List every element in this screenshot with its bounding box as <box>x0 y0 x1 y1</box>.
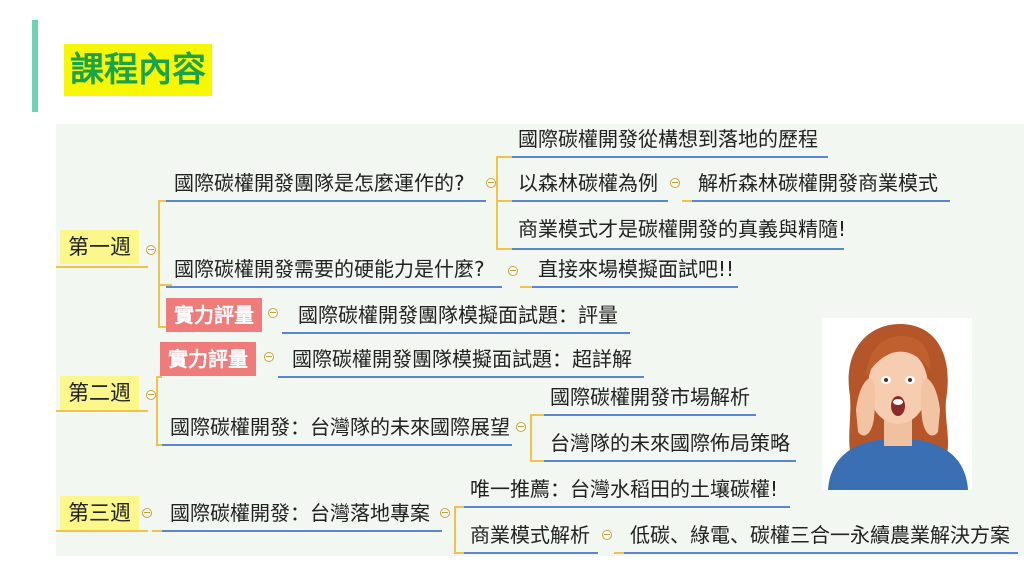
underline <box>624 552 1018 554</box>
week1-label: 第一週 <box>60 230 139 264</box>
collapse-icon[interactable] <box>602 530 612 540</box>
underline <box>166 286 502 288</box>
connector <box>682 200 692 202</box>
w1-b2-child: 直接來場模擬面試吧!! <box>538 257 735 281</box>
w3-b1-child1: 唯一推薦：台灣水稻田的土壤碳權! <box>470 477 779 501</box>
w1-b1-connector <box>496 156 498 248</box>
connector <box>496 156 512 158</box>
w2-branch2-label: 國際碳權開發：台灣隊的未來國際展望 <box>170 415 510 439</box>
underline <box>544 460 796 462</box>
connector <box>152 530 162 532</box>
connector <box>158 284 172 286</box>
connector <box>156 444 162 446</box>
collapse-icon[interactable] <box>440 508 450 518</box>
collapse-icon[interactable] <box>516 422 526 432</box>
collapse-icon[interactable] <box>142 508 152 518</box>
w1-b1-child3: 商業模式才是碳權開發的真義與精隨! <box>518 217 847 241</box>
connector <box>496 248 512 250</box>
assessment-tag: 實力評量 <box>166 298 262 332</box>
accent-bar <box>32 20 38 112</box>
w2-b2-child1: 國際碳權開發市場解析 <box>550 385 750 409</box>
w1-branch3-label: 國際碳權開發團隊模擬面試題：評量 <box>298 303 618 327</box>
w1-b1-child1: 國際碳權開發從構想到落地的歷程 <box>518 127 818 151</box>
week2-label: 第二週 <box>60 376 139 410</box>
assessment-tag: 實力評量 <box>160 342 256 376</box>
collapse-icon[interactable] <box>146 245 156 255</box>
underline <box>512 248 844 250</box>
underline <box>512 200 668 202</box>
connector <box>530 414 544 416</box>
connector <box>454 552 464 554</box>
week1-underline <box>56 266 148 268</box>
underline <box>162 444 512 446</box>
underline <box>692 200 950 202</box>
underline <box>278 376 644 378</box>
connector <box>454 506 464 508</box>
week2-connector <box>156 376 158 444</box>
connector <box>496 200 512 202</box>
w1-b1-grandchild: 解析森林碳權開發商業模式 <box>698 171 938 195</box>
week3-underline <box>56 530 148 532</box>
w2-b2-connector <box>530 414 532 460</box>
w3-b1-child2: 商業模式解析 <box>470 523 590 547</box>
underline <box>464 552 598 554</box>
w3-b1-connector <box>454 506 456 552</box>
slide-title: 課程內容 <box>64 44 212 96</box>
collapse-icon[interactable] <box>268 308 278 318</box>
connector <box>156 376 162 378</box>
connector <box>614 552 624 554</box>
underline <box>464 506 790 508</box>
week1-connector <box>158 200 160 328</box>
w1-branch2-label: 國際碳權開發需要的硬能力是什麼? <box>174 257 485 281</box>
collapse-icon[interactable] <box>486 178 496 188</box>
w2-branch1-label: 國際碳權開發團隊模擬面試題：超詳解 <box>292 347 632 371</box>
underline <box>162 530 442 532</box>
underline <box>532 286 738 288</box>
week2-underline <box>56 410 148 412</box>
underline <box>544 414 756 416</box>
connector <box>530 460 544 462</box>
connector <box>158 326 166 328</box>
collapse-icon[interactable] <box>670 178 680 188</box>
w1-branch1-label: 國際碳權開發團隊是怎麼運作的? <box>174 171 465 195</box>
underline <box>512 156 828 158</box>
w3-branch1-label: 國際碳權開發：台灣落地專案 <box>170 501 430 525</box>
collapse-icon[interactable] <box>508 266 518 276</box>
underline <box>282 332 630 334</box>
w3-b1-grandchild: 低碳、綠電、碳權三合一永續農業解決方案 <box>630 523 1010 547</box>
underline <box>166 200 486 202</box>
collapse-icon[interactable] <box>146 390 156 400</box>
collapse-icon[interactable] <box>264 352 274 362</box>
connector <box>520 286 532 288</box>
surprised-woman-image <box>822 318 972 490</box>
week3-label: 第三週 <box>60 496 139 530</box>
w2-b2-child2: 台灣隊的未來國際佈局策略 <box>550 431 790 455</box>
connector <box>158 200 172 202</box>
w1-b1-child2: 以森林碳權為例 <box>518 171 658 195</box>
